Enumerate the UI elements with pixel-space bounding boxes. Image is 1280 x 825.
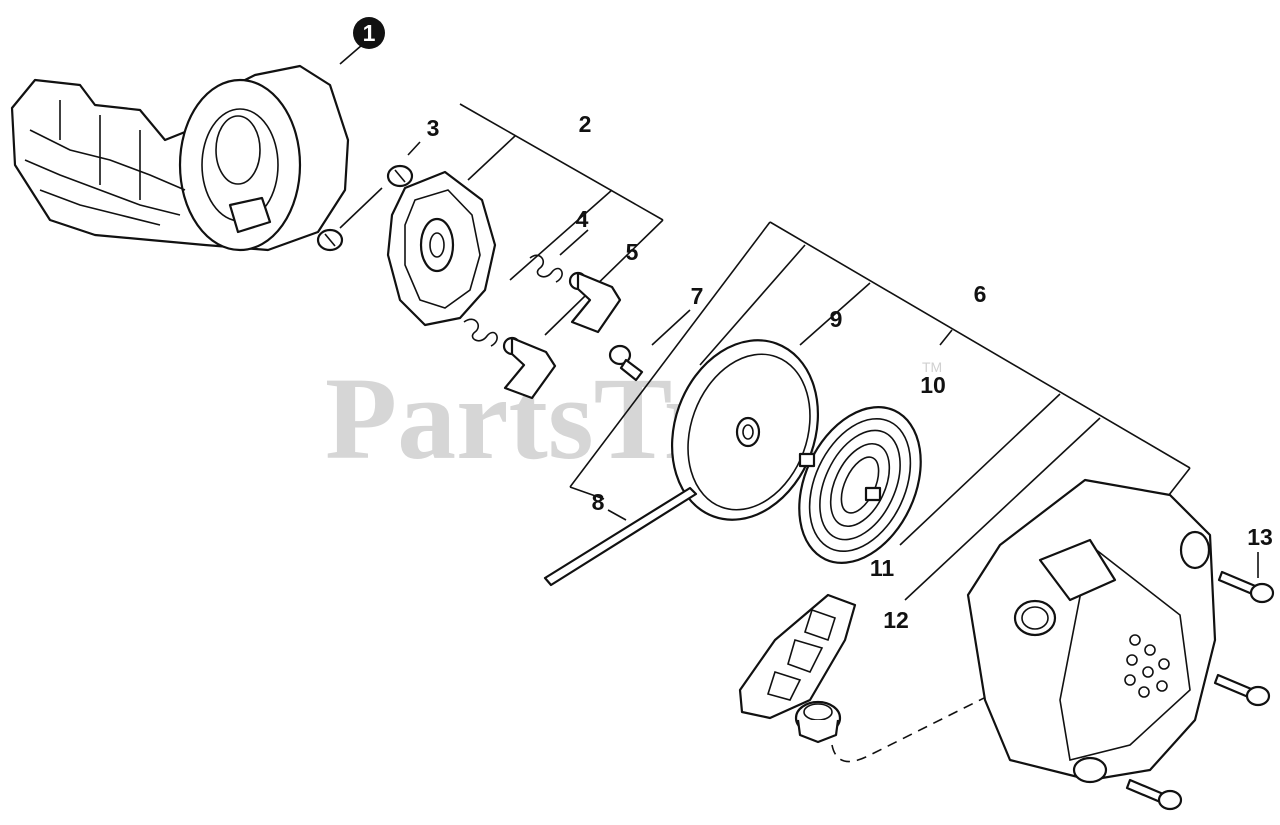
callout-3: 3 [427, 115, 440, 141]
part-13-screw-1[interactable] [1217, 570, 1275, 604]
part-5-pawl-upper[interactable] [568, 271, 622, 334]
part-4-spring-upper[interactable] [529, 254, 563, 283]
part-7-screw[interactable] [608, 344, 644, 382]
part-3-clip-upper[interactable] [386, 164, 414, 188]
callout-1-badge: 1 [353, 17, 385, 49]
part-4-spring-lower[interactable] [463, 318, 498, 347]
callout-6: 6 [974, 281, 987, 307]
callout-11: 11 [870, 555, 895, 581]
watermark-trademark: TM [922, 359, 942, 375]
part-8-starter-rope[interactable] [543, 486, 698, 587]
part-5-pawl-lower[interactable] [502, 336, 557, 400]
part-12-rope-bushing[interactable] [794, 700, 842, 744]
callout-8: 8 [592, 489, 605, 515]
part-2-ratchet-plate[interactable] [386, 170, 497, 327]
part-13-screw-2[interactable] [1213, 673, 1271, 707]
part-6-recoil-cover[interactable] [966, 478, 1217, 784]
callout-12: 12 [883, 607, 909, 633]
part-10-recoil-spring[interactable] [775, 387, 944, 582]
callout-9: 9 [830, 306, 843, 332]
callout-10: 10 [920, 372, 946, 398]
part-13-screw-3[interactable] [1125, 778, 1183, 811]
part-3-clip-lower[interactable] [316, 228, 344, 252]
part-11-starter-handle[interactable] [738, 593, 857, 720]
callout-4: 4 [576, 206, 589, 232]
callout-7: 7 [691, 283, 704, 309]
callout-1: 1 [363, 20, 376, 46]
callout-2: 2 [579, 111, 592, 137]
part-1-housing[interactable] [10, 64, 350, 252]
callout-13: 13 [1247, 524, 1273, 550]
callout-5: 5 [626, 239, 639, 265]
